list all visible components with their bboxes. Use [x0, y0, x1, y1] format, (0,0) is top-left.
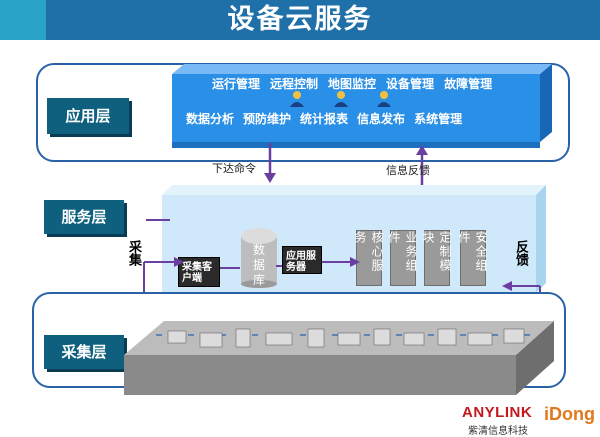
application-layer-label: 应用层 [47, 98, 129, 134]
page-title: 设备云服务 [227, 4, 373, 35]
info-feedback-label: 信息反馈 [386, 164, 430, 177]
app-item-preventive-maint: 预防维护 [243, 112, 292, 126]
application-box [172, 64, 552, 148]
collect-side-label: 采集 [126, 240, 141, 266]
service-layer-label: 服务层 [44, 200, 124, 234]
internal-arrows [220, 257, 360, 269]
app-item-map-monitor: 地图监控 [328, 77, 377, 91]
database-label: 数据库 [253, 243, 266, 287]
equipment-platform [124, 321, 554, 395]
title-accent [0, 0, 46, 40]
command-label: 下达命令 [212, 162, 256, 175]
app-server-module: 应用服务器 [282, 246, 322, 274]
app-item-remote-control: 远程控制 [270, 77, 319, 91]
app-row-2: 数据分析 预防维护 统计报表 信息发布 系统管理 [186, 110, 516, 127]
database-icon [241, 228, 277, 288]
user-icon [377, 91, 391, 107]
user-icon [290, 91, 304, 107]
app-item-run-mgmt: 运行管理 [212, 77, 261, 91]
idong-logo: iDong [544, 404, 595, 424]
app-item-info-publish: 信息发布 [357, 112, 406, 126]
feedback-arrow [416, 145, 428, 185]
title-bar [0, 0, 600, 40]
feedback-side-label: 反馈 [513, 240, 528, 266]
app-item-fault-mgmt: 故障管理 [444, 77, 493, 91]
collection-layer-label: 采集层 [44, 335, 124, 369]
app-item-device-mgmt: 设备管理 [386, 77, 435, 91]
anylink-logo: ANYLINK [462, 404, 533, 421]
company-name: 紫清信息科技 [468, 426, 528, 437]
user-icon [334, 91, 348, 107]
core-service-column: 核心服务 [353, 230, 384, 286]
collect-client-module: 采集客户端 [178, 257, 220, 287]
app-item-data-analysis: 数据分析 [186, 112, 235, 126]
security-component-column: 安全组件 [457, 230, 488, 286]
command-arrow [264, 143, 276, 183]
custom-module-column: 定制模块 [421, 230, 452, 286]
business-component-column: 业务组件 [387, 230, 418, 286]
app-item-stats-report: 统计报表 [300, 112, 349, 126]
app-item-system-mgmt: 系统管理 [414, 112, 463, 126]
app-row-1: 运行管理 远程控制 地图监控 设备管理 故障管理 [212, 75, 542, 92]
